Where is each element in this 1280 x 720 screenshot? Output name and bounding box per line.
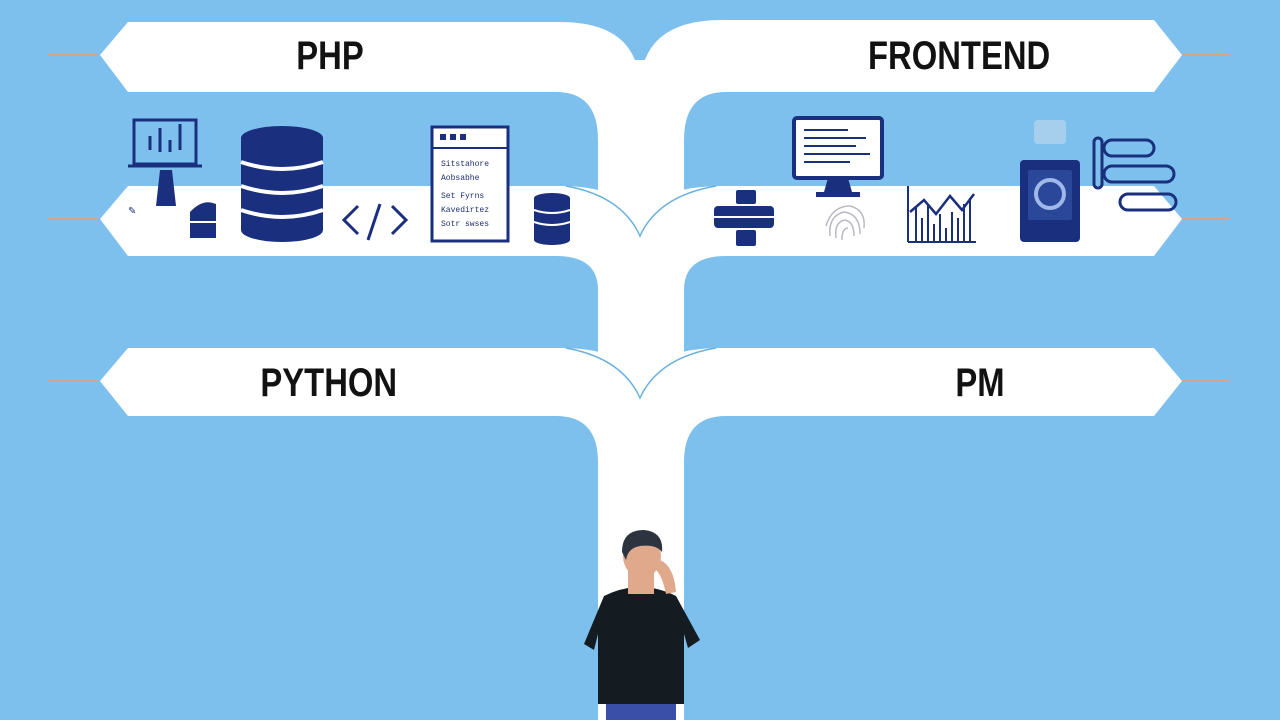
svg-text:✎: ✎ bbox=[128, 206, 136, 217]
road-branch-frontend bbox=[640, 20, 1182, 260]
doc-line-2: Aobsabhe bbox=[441, 174, 480, 183]
road-branch-php bbox=[100, 22, 640, 260]
road-branch-pm bbox=[640, 348, 1182, 520]
chain-link-icon bbox=[1092, 136, 1178, 212]
small-bucket-icon: ✎ bbox=[128, 202, 216, 238]
sign-frontend: FRONTEND bbox=[868, 34, 1051, 78]
server-device-icon bbox=[1020, 120, 1080, 242]
flow-shape-icon bbox=[714, 190, 774, 246]
document-panel-icon bbox=[430, 125, 510, 243]
sign-pm: PM bbox=[955, 361, 1005, 405]
sign-php: PHP bbox=[296, 34, 364, 78]
doc-line-1: Sitstahore bbox=[441, 160, 490, 169]
doc-line-3: Set Fyrns bbox=[441, 192, 485, 201]
side-dashes bbox=[48, 54, 1230, 382]
database-icon bbox=[240, 126, 324, 242]
person-thinking bbox=[584, 530, 700, 720]
code-monitor-icon bbox=[792, 116, 884, 197]
road-branch-python bbox=[100, 348, 640, 520]
doc-line-5: Sotr swses bbox=[441, 220, 490, 229]
doc-line-4: Kavedirtez bbox=[441, 206, 490, 215]
small-database-icon bbox=[533, 193, 571, 245]
bar-graph-icon bbox=[907, 186, 976, 243]
monitor-chart-icon bbox=[128, 118, 202, 206]
sign-python: PYTHON bbox=[260, 361, 398, 405]
code-tag-icon bbox=[341, 203, 409, 241]
fingerprint-icon bbox=[825, 205, 865, 241]
